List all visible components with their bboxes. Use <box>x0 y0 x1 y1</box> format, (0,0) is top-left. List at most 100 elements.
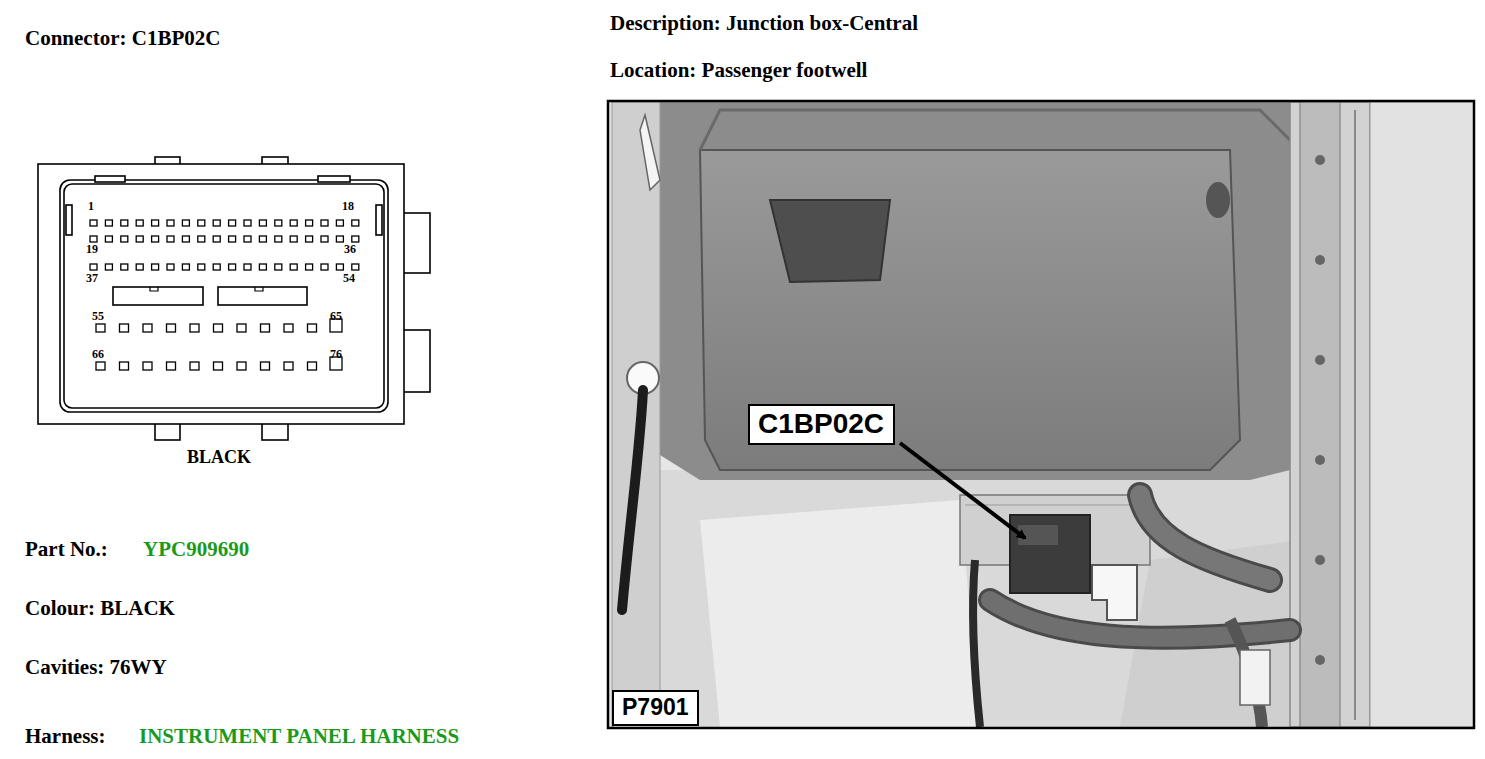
colour-caption: BLACK <box>187 447 251 468</box>
pin-cavity <box>275 236 282 242</box>
pin-cavity <box>152 264 159 270</box>
pin-cavity <box>259 236 266 242</box>
field-text: Colour: BLACK <box>25 596 175 620</box>
pin-cavity <box>244 236 251 242</box>
connector-heading: Connector: C1BP02C <box>25 26 220 50</box>
box-text: C1BP02C <box>758 409 885 440</box>
pin-cavity <box>336 236 343 242</box>
figure-number-box: P7901 <box>612 690 699 726</box>
pin-cavity <box>152 220 159 226</box>
pin-cavity <box>229 264 236 270</box>
vehicle-illustration <box>608 101 1474 728</box>
pin-cavity <box>198 264 205 270</box>
pin-cavity <box>352 236 359 242</box>
pin-cavity <box>190 362 199 370</box>
pin-cavity <box>352 220 359 226</box>
pin-number: 36 <box>344 243 356 257</box>
pin-cavity <box>152 236 159 242</box>
pin-cavity <box>167 324 176 332</box>
pin-cavity <box>321 220 328 226</box>
pin-cavity <box>96 362 105 370</box>
pin-cavity <box>352 264 359 270</box>
pin-cavity <box>284 324 293 332</box>
pin-cavity <box>244 264 251 270</box>
pin-cavity <box>284 362 293 370</box>
pin-cavity <box>261 324 270 332</box>
pin-cavity <box>167 264 174 270</box>
pin-number: 66 <box>92 348 104 362</box>
harness-name: INSTRUMENT PANEL HARNESS <box>139 724 459 748</box>
field-text: Cavities: 76WY <box>25 655 167 679</box>
pin-cavity <box>308 362 317 370</box>
box-text: P7901 <box>622 695 689 720</box>
pin-cavity <box>306 264 313 270</box>
pin-cavity <box>321 264 328 270</box>
pin-cavity <box>229 236 236 242</box>
pin-cavity <box>259 264 266 270</box>
pin-cavity <box>121 220 128 226</box>
pin-cavity <box>190 324 199 332</box>
pin-cavity <box>290 264 297 270</box>
pin-cavity <box>121 264 128 270</box>
pin-cavity <box>259 220 266 226</box>
field-name: Part No.: <box>25 537 108 561</box>
pin-number: 18 <box>342 200 354 214</box>
pin-cavity <box>167 220 174 226</box>
pin-cavity <box>120 362 129 370</box>
connector-face <box>38 157 430 440</box>
pin-cavities <box>90 220 359 370</box>
pin-number: 55 <box>92 310 104 324</box>
pin-cavity <box>336 220 343 226</box>
pin-cavity <box>275 264 282 270</box>
pin-cavity <box>198 236 205 242</box>
pin-number: 19 <box>86 243 98 257</box>
pin-cavity <box>213 236 220 242</box>
pin-cavity <box>261 362 270 370</box>
pin-cavity <box>105 264 112 270</box>
pin-cavity <box>90 236 97 242</box>
pin-cavity <box>90 220 97 226</box>
pin-cavity <box>143 324 152 332</box>
pin-cavity <box>182 264 189 270</box>
pin-cavity <box>213 220 220 226</box>
pin-number: 76 <box>330 348 342 362</box>
pin-cavity <box>90 264 97 270</box>
pin-cavity <box>290 220 297 226</box>
pin-cavity <box>136 264 143 270</box>
pin-cavity <box>321 236 328 242</box>
pin-cavity <box>198 220 205 226</box>
field-name: Harness: <box>25 724 106 748</box>
pin-cavity <box>182 220 189 226</box>
pin-cavity <box>167 362 176 370</box>
pin-cavity <box>214 324 223 332</box>
pin-cavity <box>308 324 317 332</box>
pin-cavity <box>136 236 143 242</box>
pin-cavity <box>275 220 282 226</box>
location-text: Location: Passenger footwell <box>610 58 867 82</box>
pin-cavity <box>105 236 112 242</box>
pin-cavity <box>229 220 236 226</box>
pin-cavity <box>306 220 313 226</box>
pin-cavity <box>214 362 223 370</box>
pin-cavity <box>96 324 105 332</box>
pin-number: 1 <box>88 200 94 214</box>
description-text: Description: Junction box-Central <box>610 11 918 35</box>
pin-number: 54 <box>343 272 355 286</box>
pin-cavity <box>136 220 143 226</box>
pin-cavity <box>143 362 152 370</box>
callout-box: C1BP02C <box>748 404 895 445</box>
pin-cavity <box>237 362 246 370</box>
pin-cavity <box>290 236 297 242</box>
pin-cavity <box>213 264 220 270</box>
part-number: YPC909690 <box>143 537 249 561</box>
pin-cavity <box>182 236 189 242</box>
pin-cavity <box>105 220 112 226</box>
pin-number: 65 <box>330 310 342 324</box>
pin-cavity <box>244 220 251 226</box>
pin-cavity <box>237 324 246 332</box>
pin-cavity <box>306 236 313 242</box>
pin-number: 37 <box>86 272 98 286</box>
pin-cavity <box>121 236 128 242</box>
pin-cavity <box>120 324 129 332</box>
